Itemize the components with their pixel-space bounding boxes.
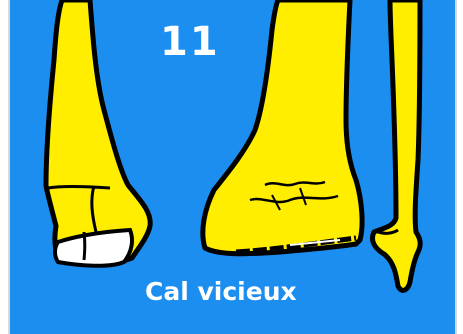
middle-bone-shape: [203, 0, 362, 254]
right-bone: [372, 0, 420, 290]
middle-bone: [203, 0, 362, 254]
right-bone-shape: [372, 0, 420, 290]
slide-caption: Cal vicieux: [145, 279, 297, 304]
slide-number: 11: [160, 22, 220, 62]
left-bone-shape: [46, 0, 150, 264]
left-fracture-line: [48, 187, 110, 189]
left-cartilage-line: [84, 232, 85, 260]
left-bone: [46, 0, 150, 266]
